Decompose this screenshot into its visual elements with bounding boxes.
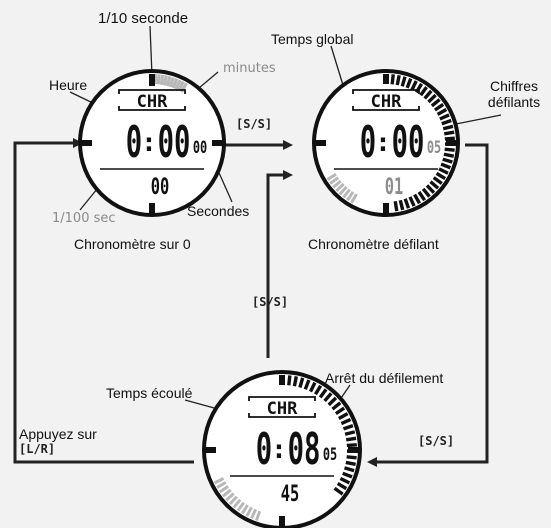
label-hundredth: 1/100 sec bbox=[52, 211, 116, 226]
mode-indicator: CHR bbox=[267, 399, 298, 419]
label-press-key: [L/R] bbox=[19, 442, 56, 456]
second-digits: 05 bbox=[427, 138, 441, 158]
arrow-stopped-to-running bbox=[266, 170, 293, 358]
watch-bezel bbox=[202, 370, 362, 528]
main-time-digits: 0 bbox=[126, 116, 142, 168]
button-label-top: [S/S] bbox=[236, 117, 273, 131]
watch-bezel bbox=[78, 69, 226, 217]
hundredth-digits: 45 bbox=[281, 481, 300, 506]
time-colon: : bbox=[141, 128, 157, 158]
second-digits: 00 bbox=[193, 138, 207, 158]
second-digits: 05 bbox=[323, 445, 337, 465]
minute-digits: 00 bbox=[158, 116, 191, 168]
arrow-running-to-stopped bbox=[367, 143, 489, 467]
flow-arrows bbox=[13, 138, 489, 467]
time-colon: : bbox=[375, 128, 391, 158]
minute-digits: 00 bbox=[392, 116, 425, 168]
button-label-middle: [S/S] bbox=[252, 295, 289, 309]
label-tenth-second: 1/10 seconde bbox=[98, 10, 189, 27]
main-time-digits: 0 bbox=[256, 423, 272, 475]
minute-digits: 08 bbox=[288, 423, 321, 475]
mode-indicator: CHR bbox=[371, 92, 402, 112]
hundredth-digits: 00 bbox=[151, 174, 170, 199]
label-global-time: Temps global bbox=[271, 31, 354, 47]
time-colon: : bbox=[271, 435, 287, 465]
label-press-on: Appuyez sur bbox=[19, 426, 97, 442]
label-stop-scroll: Arrêt du défilement bbox=[325, 370, 444, 386]
label-hour: Heure bbox=[49, 77, 88, 93]
mode-indicator: CHR bbox=[137, 92, 168, 112]
arrow-stopped-to-zero bbox=[13, 138, 194, 464]
main-time-digits: 0 bbox=[360, 116, 376, 168]
label-elapsed: Temps écoulé bbox=[106, 385, 193, 401]
label-scrolling-digits: Chiffres défilants bbox=[487, 78, 541, 111]
label-minutes: minutes bbox=[223, 61, 276, 76]
label-seconds: Secondes bbox=[187, 203, 250, 219]
caption-zero: Chronomètre sur 0 bbox=[74, 236, 191, 252]
watch-bezel bbox=[312, 69, 460, 217]
caption-running: Chronomètre défilant bbox=[308, 236, 439, 252]
hundredth-digits: 01 bbox=[385, 174, 404, 199]
button-label-right: [S/S] bbox=[418, 434, 455, 448]
